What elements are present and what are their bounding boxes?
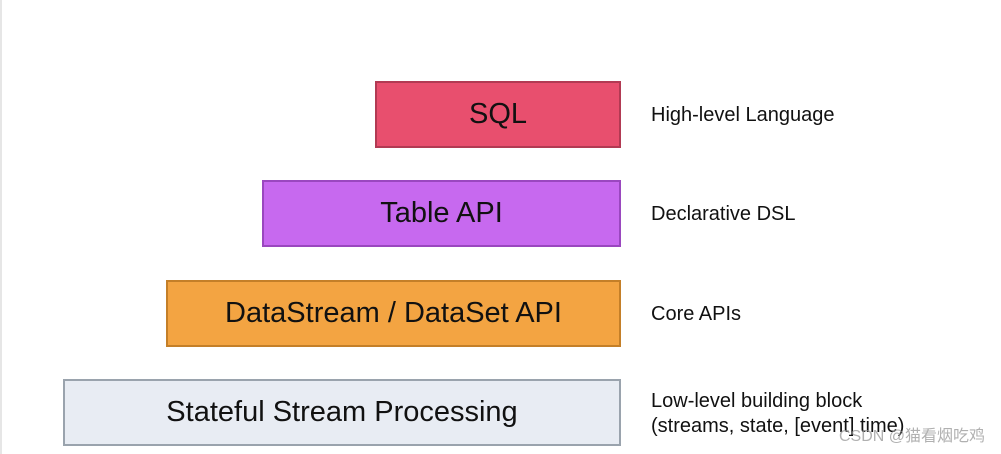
layer-stateful-stream-description-line-2: (streams, state, [event] time) [651, 415, 905, 437]
layer-datastream-api-description-line: Core APIs [651, 303, 742, 325]
csdn-watermark: CSDN @猫看烟吃鸡 [838, 428, 985, 445]
layer-sql-description-line: High-level Language [651, 104, 835, 126]
layer-sql-description: High-level Language [651, 103, 834, 128]
left-edge-rule [0, 0, 2, 454]
layer-sql-box: SQL [375, 81, 621, 148]
layer-table-api-description-line: Declarative DSL [651, 203, 796, 225]
layer-datastream-api-box: DataStream / DataSet API [166, 280, 621, 347]
layer-stateful-stream-description-line-1: Low-level building block [651, 390, 863, 412]
layer-table-api-description: Declarative DSL [651, 202, 796, 227]
layer-datastream-api-description: Core APIs [651, 302, 741, 327]
layer-stateful-stream-box: Stateful Stream Processing [63, 379, 621, 446]
layer-table-api-box: Table API [262, 180, 621, 247]
layer-stateful-stream-description: Low-level building block (streams, state… [651, 389, 904, 439]
